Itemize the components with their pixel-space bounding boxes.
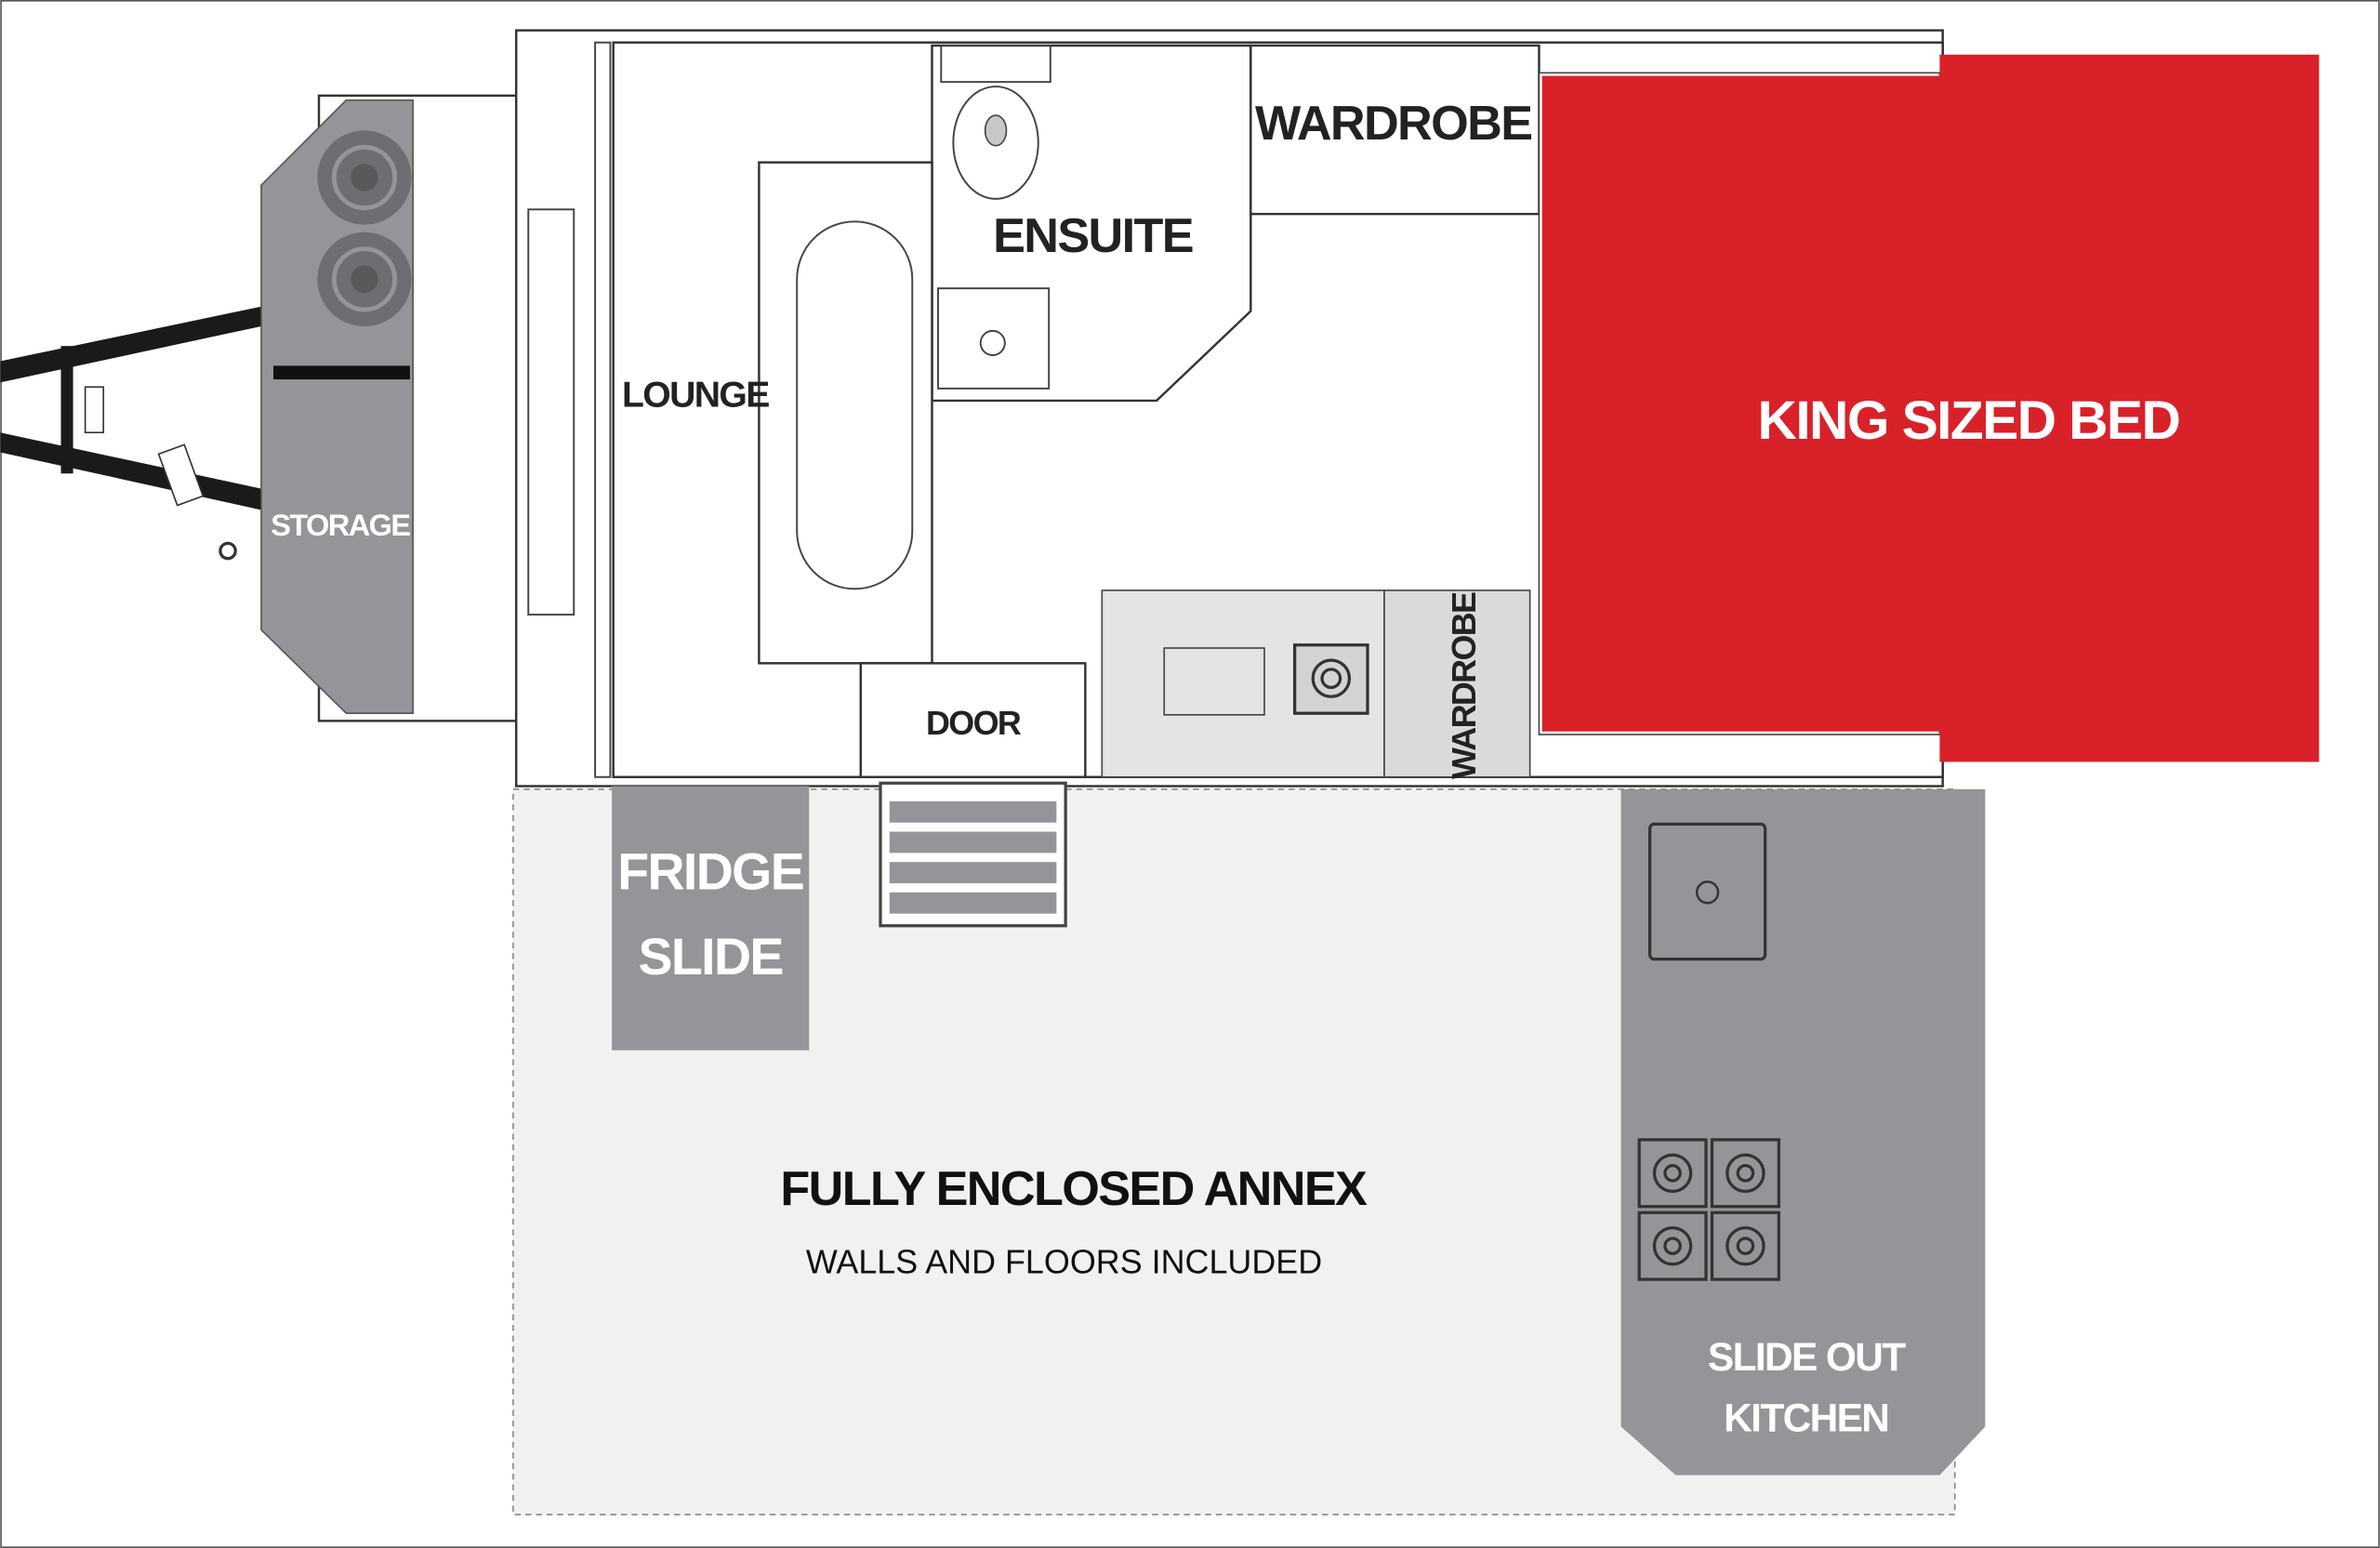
ensuite-label: ENSUITE <box>993 209 1193 263</box>
gas-bottle-icon <box>317 130 412 225</box>
toilet-icon <box>952 86 1039 200</box>
front-window <box>527 208 575 616</box>
four-burner-cooktop-icon <box>1637 1138 1780 1281</box>
kitchen-label-line2: KITCHEN <box>1724 1396 1888 1439</box>
sink-icon <box>1163 647 1265 716</box>
drawbar <box>0 306 262 561</box>
wardrobe-top <box>1250 44 1540 216</box>
gas-bottle-icon <box>317 232 412 326</box>
jockey-wheel <box>157 443 205 507</box>
king-bed <box>1541 54 2320 762</box>
lounge-table-top <box>796 220 914 590</box>
storage-box: STORAGE <box>260 94 518 722</box>
kitchen-label-line1: SLIDE OUT <box>1708 1335 1906 1379</box>
fridge-slide <box>612 786 810 1051</box>
annex-subtitle: WALLS AND FLOORS INCLUDED <box>806 1243 1322 1281</box>
wardrobe-side-label: WARDROBE <box>1445 592 1483 779</box>
entry-door <box>859 662 1087 778</box>
door-label: DOOR <box>926 704 1022 742</box>
vanity-basin <box>937 287 1051 390</box>
lounge-label: LOUNGE <box>622 375 769 415</box>
kitchen-sink-icon <box>1647 822 1767 961</box>
annex-title: FULLY ENCLOSED ANNEX <box>780 1162 1368 1216</box>
bed-label: KING SIZED BED <box>1758 390 2180 451</box>
fridge-label-line2: SLIDE <box>639 928 783 986</box>
lounge-table <box>758 161 933 665</box>
fridge-label-line1: FRIDGE <box>617 843 803 901</box>
entry-steps <box>879 781 1067 928</box>
wardrobe-top-label: WARDROBE <box>1255 97 1531 151</box>
cooktop-burner-icon <box>1293 643 1369 715</box>
wardrobe-side <box>1383 589 1531 778</box>
storage-label: STORAGE <box>271 508 410 542</box>
